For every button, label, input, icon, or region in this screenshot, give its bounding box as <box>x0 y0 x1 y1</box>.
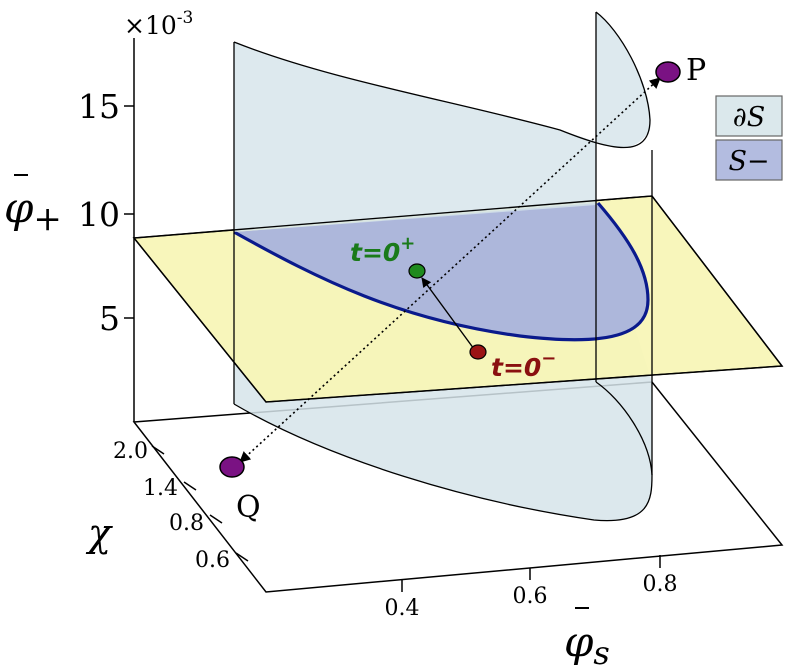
label-t-plus-sup: + <box>400 233 415 254</box>
point-Q <box>219 456 245 478</box>
chi-tick-label: 2.0 <box>113 439 148 464</box>
phi-plus-tick-label: 5 <box>99 299 120 338</box>
point-t-minus <box>469 344 487 360</box>
chi-tick <box>209 514 223 524</box>
legend-label-dS: ∂S <box>733 102 765 133</box>
phi-plus-scale-factor: ×10-3 <box>124 8 193 40</box>
chi-tick <box>151 445 165 455</box>
phi-s-tick-label: 0.8 <box>643 572 678 597</box>
phi-s-tick-label: 0.4 <box>385 596 420 621</box>
phi-s-symbol: φ <box>564 617 594 666</box>
scale-factor-base: ×10 <box>124 11 177 40</box>
chi-tick-label: 0.6 <box>195 548 230 573</box>
label-Q: Q <box>236 490 261 525</box>
phi-plus-tick-label: 10 <box>78 195 120 234</box>
label-t-plus-text: t=0 <box>350 238 400 267</box>
label-t-minus-text: t=0 <box>491 353 541 382</box>
chi-tick-label: 1.4 <box>143 476 178 501</box>
legend-swatch-dS <box>715 95 783 137</box>
chi-tick-label: 0.8 <box>169 511 204 536</box>
label-t-minus: t=0− <box>491 348 556 382</box>
legend: ∂S S− <box>715 95 783 181</box>
legend-swatch-S-minus <box>715 139 783 181</box>
chi-tick <box>183 481 197 491</box>
jump-arrow <box>421 277 475 350</box>
point-t-plus <box>408 263 426 279</box>
label-t-plus: t=0+ <box>350 233 415 267</box>
scale-factor-exp: -3 <box>177 8 194 28</box>
phi-plus-tick-label: 15 <box>78 87 120 126</box>
phi-plus-subscript: + <box>33 199 62 239</box>
phi-s-tick-label: 0.6 <box>513 584 548 609</box>
chi-axis-label: χ <box>85 511 113 555</box>
label-t-minus-sup: − <box>541 348 556 369</box>
phi-plus-axis-label: φ+ <box>4 183 62 239</box>
phi-plus-symbol: φ <box>4 183 34 232</box>
surface-dS-upper <box>234 12 651 232</box>
chi-tick <box>235 552 249 562</box>
label-P: P <box>686 53 706 88</box>
legend-label-S-minus: S− <box>728 146 769 177</box>
phi-s-axis-label: φs <box>564 617 610 666</box>
point-P <box>655 61 681 83</box>
phi-s-subscript: s <box>593 634 609 666</box>
